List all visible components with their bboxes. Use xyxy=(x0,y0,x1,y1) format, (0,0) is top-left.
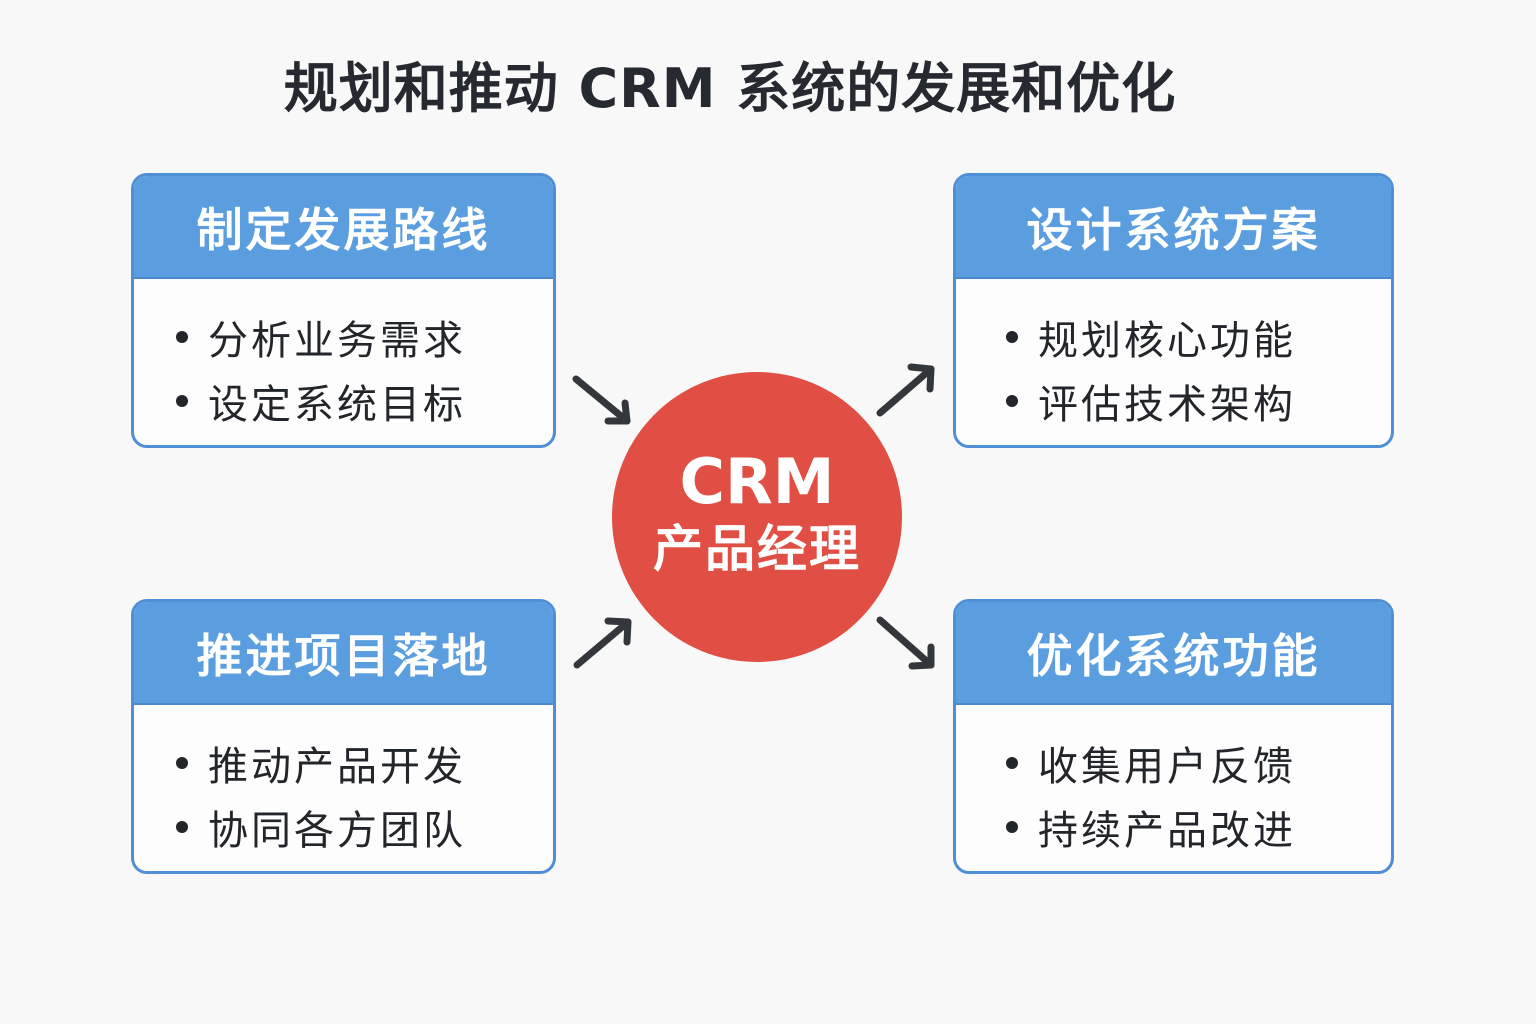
list-item-text: 持续产品改进 xyxy=(1038,808,1296,854)
card-header: 优化系统功能 xyxy=(956,602,1391,705)
list-item: 规划核心功能 xyxy=(1006,305,1391,369)
card-header: 制定发展路线 xyxy=(134,176,553,279)
card-roadmap: 制定发展路线 分析业务需求 设定系统目标 xyxy=(131,173,556,448)
diagram-title: 规划和推动 CRM 系统的发展和优化 xyxy=(283,57,1177,120)
list-item-text: 规划核心功能 xyxy=(1038,318,1296,364)
list-item-text: 设定系统目标 xyxy=(208,382,466,428)
center-node: CRM 产品经理 xyxy=(612,372,902,662)
list-item-text: 推动产品开发 xyxy=(208,744,466,790)
list-item-text: 协同各方团队 xyxy=(208,808,466,854)
card-optimize: 优化系统功能 收集用户反馈 持续产品改进 xyxy=(953,599,1394,874)
card-body: 规划核心功能 评估技术架构 xyxy=(956,279,1391,433)
card-body: 推动产品开发 协同各方团队 xyxy=(134,705,553,859)
list-item: 持续产品改进 xyxy=(1006,795,1391,859)
bullet-icon xyxy=(176,821,188,833)
bullet-icon xyxy=(1006,757,1018,769)
list-item: 分析业务需求 xyxy=(176,305,553,369)
list-item: 推动产品开发 xyxy=(176,731,553,795)
bullet-icon xyxy=(1006,395,1018,407)
arrow-icon-top-left xyxy=(572,375,631,425)
bullet-icon xyxy=(1006,821,1018,833)
bullet-icon xyxy=(1006,331,1018,343)
list-item: 评估技术架构 xyxy=(1006,369,1391,433)
bullet-icon xyxy=(176,395,188,407)
card-delivery: 推进项目落地 推动产品开发 协同各方团队 xyxy=(131,599,556,874)
list-item-text: 评估技术架构 xyxy=(1038,382,1296,428)
card-header: 推进项目落地 xyxy=(134,602,553,705)
list-item-text: 分析业务需求 xyxy=(208,318,466,364)
list-item: 设定系统目标 xyxy=(176,369,553,433)
card-header: 设计系统方案 xyxy=(956,176,1391,279)
center-title: CRM xyxy=(679,445,835,518)
card-design: 设计系统方案 规划核心功能 评估技术架构 xyxy=(953,173,1394,448)
list-item: 收集用户反馈 xyxy=(1006,731,1391,795)
list-item: 协同各方团队 xyxy=(176,795,553,859)
arrow-icon-bottom-right xyxy=(876,616,935,670)
card-body: 分析业务需求 设定系统目标 xyxy=(134,279,553,433)
list-item-text: 收集用户反馈 xyxy=(1038,744,1296,790)
bullet-icon xyxy=(176,757,188,769)
arrow-icon-top-right xyxy=(876,363,935,417)
card-body: 收集用户反馈 持续产品改进 xyxy=(956,705,1391,859)
bullet-icon xyxy=(176,331,188,343)
arrow-icon-bottom-left xyxy=(573,617,632,669)
center-subtitle: 产品经理 xyxy=(653,520,861,578)
